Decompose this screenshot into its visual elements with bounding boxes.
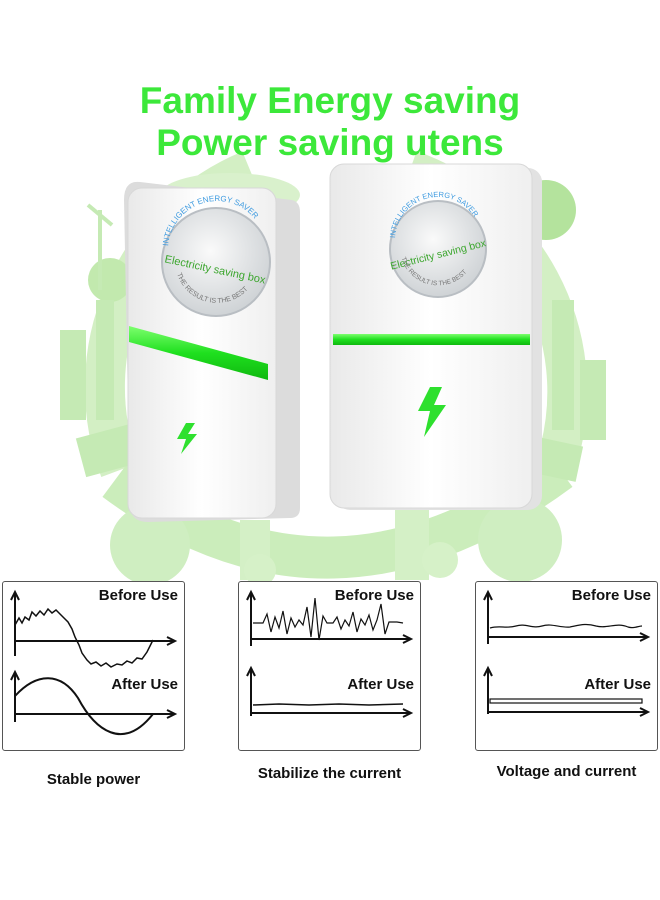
before-use-label: Before Use [571,587,651,604]
waveform-diagram [10,589,178,736]
spiky-wave [253,597,404,641]
comparison-panel-stable-power: Before Use After Use [2,581,185,751]
headline-line-1: Family Energy saving [139,80,521,121]
lightning-bolt-icon [418,387,446,437]
wavy-line [489,623,643,629]
waveform-diagram [483,589,651,717]
comparison-panel-stabilize-current: Before Use After Use [238,581,421,751]
before-use-label: Before Use [334,587,414,604]
caption-stable-power: Stable power [46,771,141,788]
energy-saver-device-right: INTELLIGENT ENERGY SAVER Electricity sav… [329,163,542,510]
after-use-label: After Use [111,676,178,693]
after-use-label: After Use [584,676,651,693]
caption-voltage-current: Voltage and current [496,763,637,780]
badge-seal-icon [161,207,271,317]
badge-seal-icon [389,200,487,298]
noisy-wave [14,607,154,668]
after-use-label: After Use [347,676,414,693]
flat-wave [252,703,404,706]
stable-band [489,698,643,704]
waveform-diagram [246,589,414,718]
before-use-label: Before Use [98,587,178,604]
lightning-bolt-icon [177,423,197,454]
energy-saver-device-left: INTELLIGENT ENERGY SAVER Electricity sav… [124,181,300,522]
smooth-sine-wave [14,677,154,736]
comparison-panel-voltage-current: Before Use After Use [475,581,658,751]
headline-line-2: Power saving utens [156,122,504,163]
caption-stabilize-current: Stabilize the current [257,765,402,782]
